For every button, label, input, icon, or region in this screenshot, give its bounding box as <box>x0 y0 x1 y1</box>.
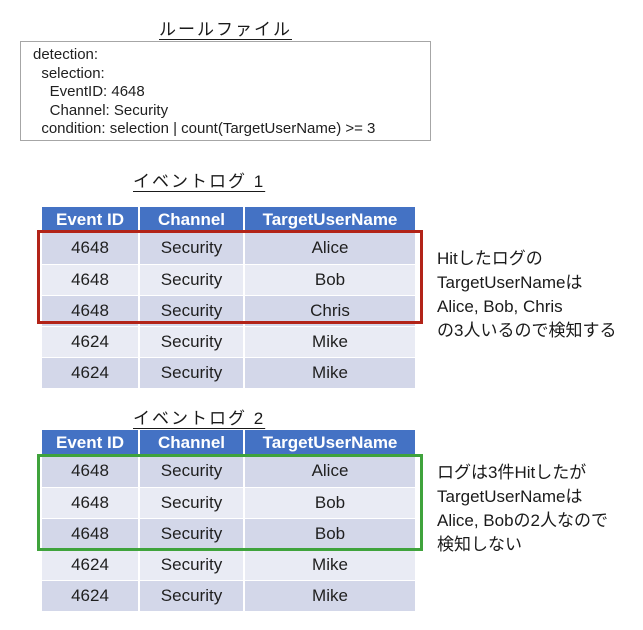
cell-targetusername: Alice <box>311 238 349 257</box>
event-log-1-annotation: Hitしたログの TargetUserNameは Alice, Bob, Chr… <box>437 247 642 343</box>
table-row: 4624 Security Mike <box>42 549 415 580</box>
rule-line: EventID: 4648 <box>33 83 145 101</box>
cell-targetusername: Bob <box>314 493 346 512</box>
cell-channel: Security <box>140 327 245 357</box>
cell-targetusername: Mike <box>312 363 348 382</box>
cell-targetusername: Mike <box>312 332 348 351</box>
cell-channel: Security <box>140 233 245 264</box>
cell-channel: Security <box>140 358 245 388</box>
annotation-line: 検知しない <box>437 535 522 554</box>
cell-event-id: 4624 <box>42 327 140 357</box>
cell-channel: Security <box>140 488 245 518</box>
annotation-line: Alice, Bob, Chris <box>437 297 563 316</box>
cell-event-id: 4648 <box>42 488 140 518</box>
cell-channel: Security <box>140 519 245 549</box>
header-targetusername: TargetUserName <box>262 210 398 229</box>
cell-event-id: 4624 <box>42 358 140 388</box>
cell-channel: Security <box>140 456 245 487</box>
rule-line: condition: selection | count(TargetUserN… <box>33 120 376 138</box>
cell-channel: Security <box>140 581 245 611</box>
cell-event-id: 4648 <box>42 296 140 326</box>
cell-event-id: 4648 <box>42 519 140 549</box>
cell-channel: Security <box>140 296 245 326</box>
table-body: 4648 Security Alice 4648 Security Bob 46… <box>42 233 415 388</box>
event-log-1-title-wrap: イベントログ 1 <box>133 167 265 192</box>
table-header-row: Event ID Channel TargetUserName <box>42 207 415 233</box>
cell-event-id: 4648 <box>42 456 140 487</box>
table-row: 4624 Security Mike <box>42 326 415 357</box>
header-targetusername: TargetUserName <box>262 433 398 452</box>
annotation-line: の3人いるので検知する <box>437 321 617 340</box>
cell-channel: Security <box>140 550 245 580</box>
table-row: 4624 Security Mike <box>42 580 415 611</box>
rule-file-code-box: detection: selection: EventID: 4648 Chan… <box>20 41 431 141</box>
rule-line: Channel: Security <box>33 101 169 119</box>
rule-file-title-wrap: ルールファイル <box>20 15 431 40</box>
annotation-line: ログは3件Hitしたが <box>437 463 587 482</box>
event-log-2-table: Event ID Channel TargetUserName 4648 Sec… <box>42 430 415 611</box>
cell-targetusername: Mike <box>312 586 348 605</box>
event-log-2-annotation: ログは3件Hitしたが TargetUserNameは Alice, Bobの2… <box>437 461 642 557</box>
cell-event-id: 4624 <box>42 550 140 580</box>
cell-channel: Security <box>140 265 245 295</box>
cell-event-id: 4648 <box>42 265 140 295</box>
event-log-1-title: イベントログ 1 <box>133 172 266 191</box>
header-event-id: Event ID <box>42 430 140 456</box>
cell-targetusername: Bob <box>314 270 346 289</box>
cell-event-id: 4648 <box>42 233 140 264</box>
annotation-line: TargetUserNameは <box>437 273 583 292</box>
rule-file-title: ルールファイル <box>159 20 292 39</box>
rule-line: selection: <box>33 64 105 82</box>
table-row: 4648 Security Bob <box>42 487 415 518</box>
table-header-row: Event ID Channel TargetUserName <box>42 430 415 456</box>
annotation-line: TargetUserNameは <box>437 487 583 506</box>
cell-targetusername: Mike <box>312 555 348 574</box>
table-row: 4648 Security Bob <box>42 264 415 295</box>
header-event-id: Event ID <box>42 207 140 233</box>
table-row: 4648 Security Alice <box>42 456 415 487</box>
table-row: 4624 Security Mike <box>42 357 415 388</box>
cell-targetusername: Chris <box>310 301 350 320</box>
header-channel: Channel <box>140 207 245 233</box>
event-log-2-title: イベントログ 2 <box>133 409 266 428</box>
table-body: 4648 Security Alice 4648 Security Bob 46… <box>42 456 415 611</box>
header-channel: Channel <box>140 430 245 456</box>
event-log-2-title-wrap: イベントログ 2 <box>133 404 265 429</box>
annotation-line: Alice, Bobの2人なので <box>437 511 608 530</box>
cell-targetusername: Alice <box>311 461 349 480</box>
cell-targetusername: Bob <box>314 524 346 543</box>
rule-line: detection: <box>33 46 99 63</box>
event-log-1-table: Event ID Channel TargetUserName 4648 Sec… <box>42 207 415 388</box>
annotation-line: Hitしたログの <box>437 249 543 268</box>
table-row: 4648 Security Chris <box>42 295 415 326</box>
table-row: 4648 Security Bob <box>42 518 415 549</box>
cell-event-id: 4624 <box>42 581 140 611</box>
table-row: 4648 Security Alice <box>42 233 415 264</box>
